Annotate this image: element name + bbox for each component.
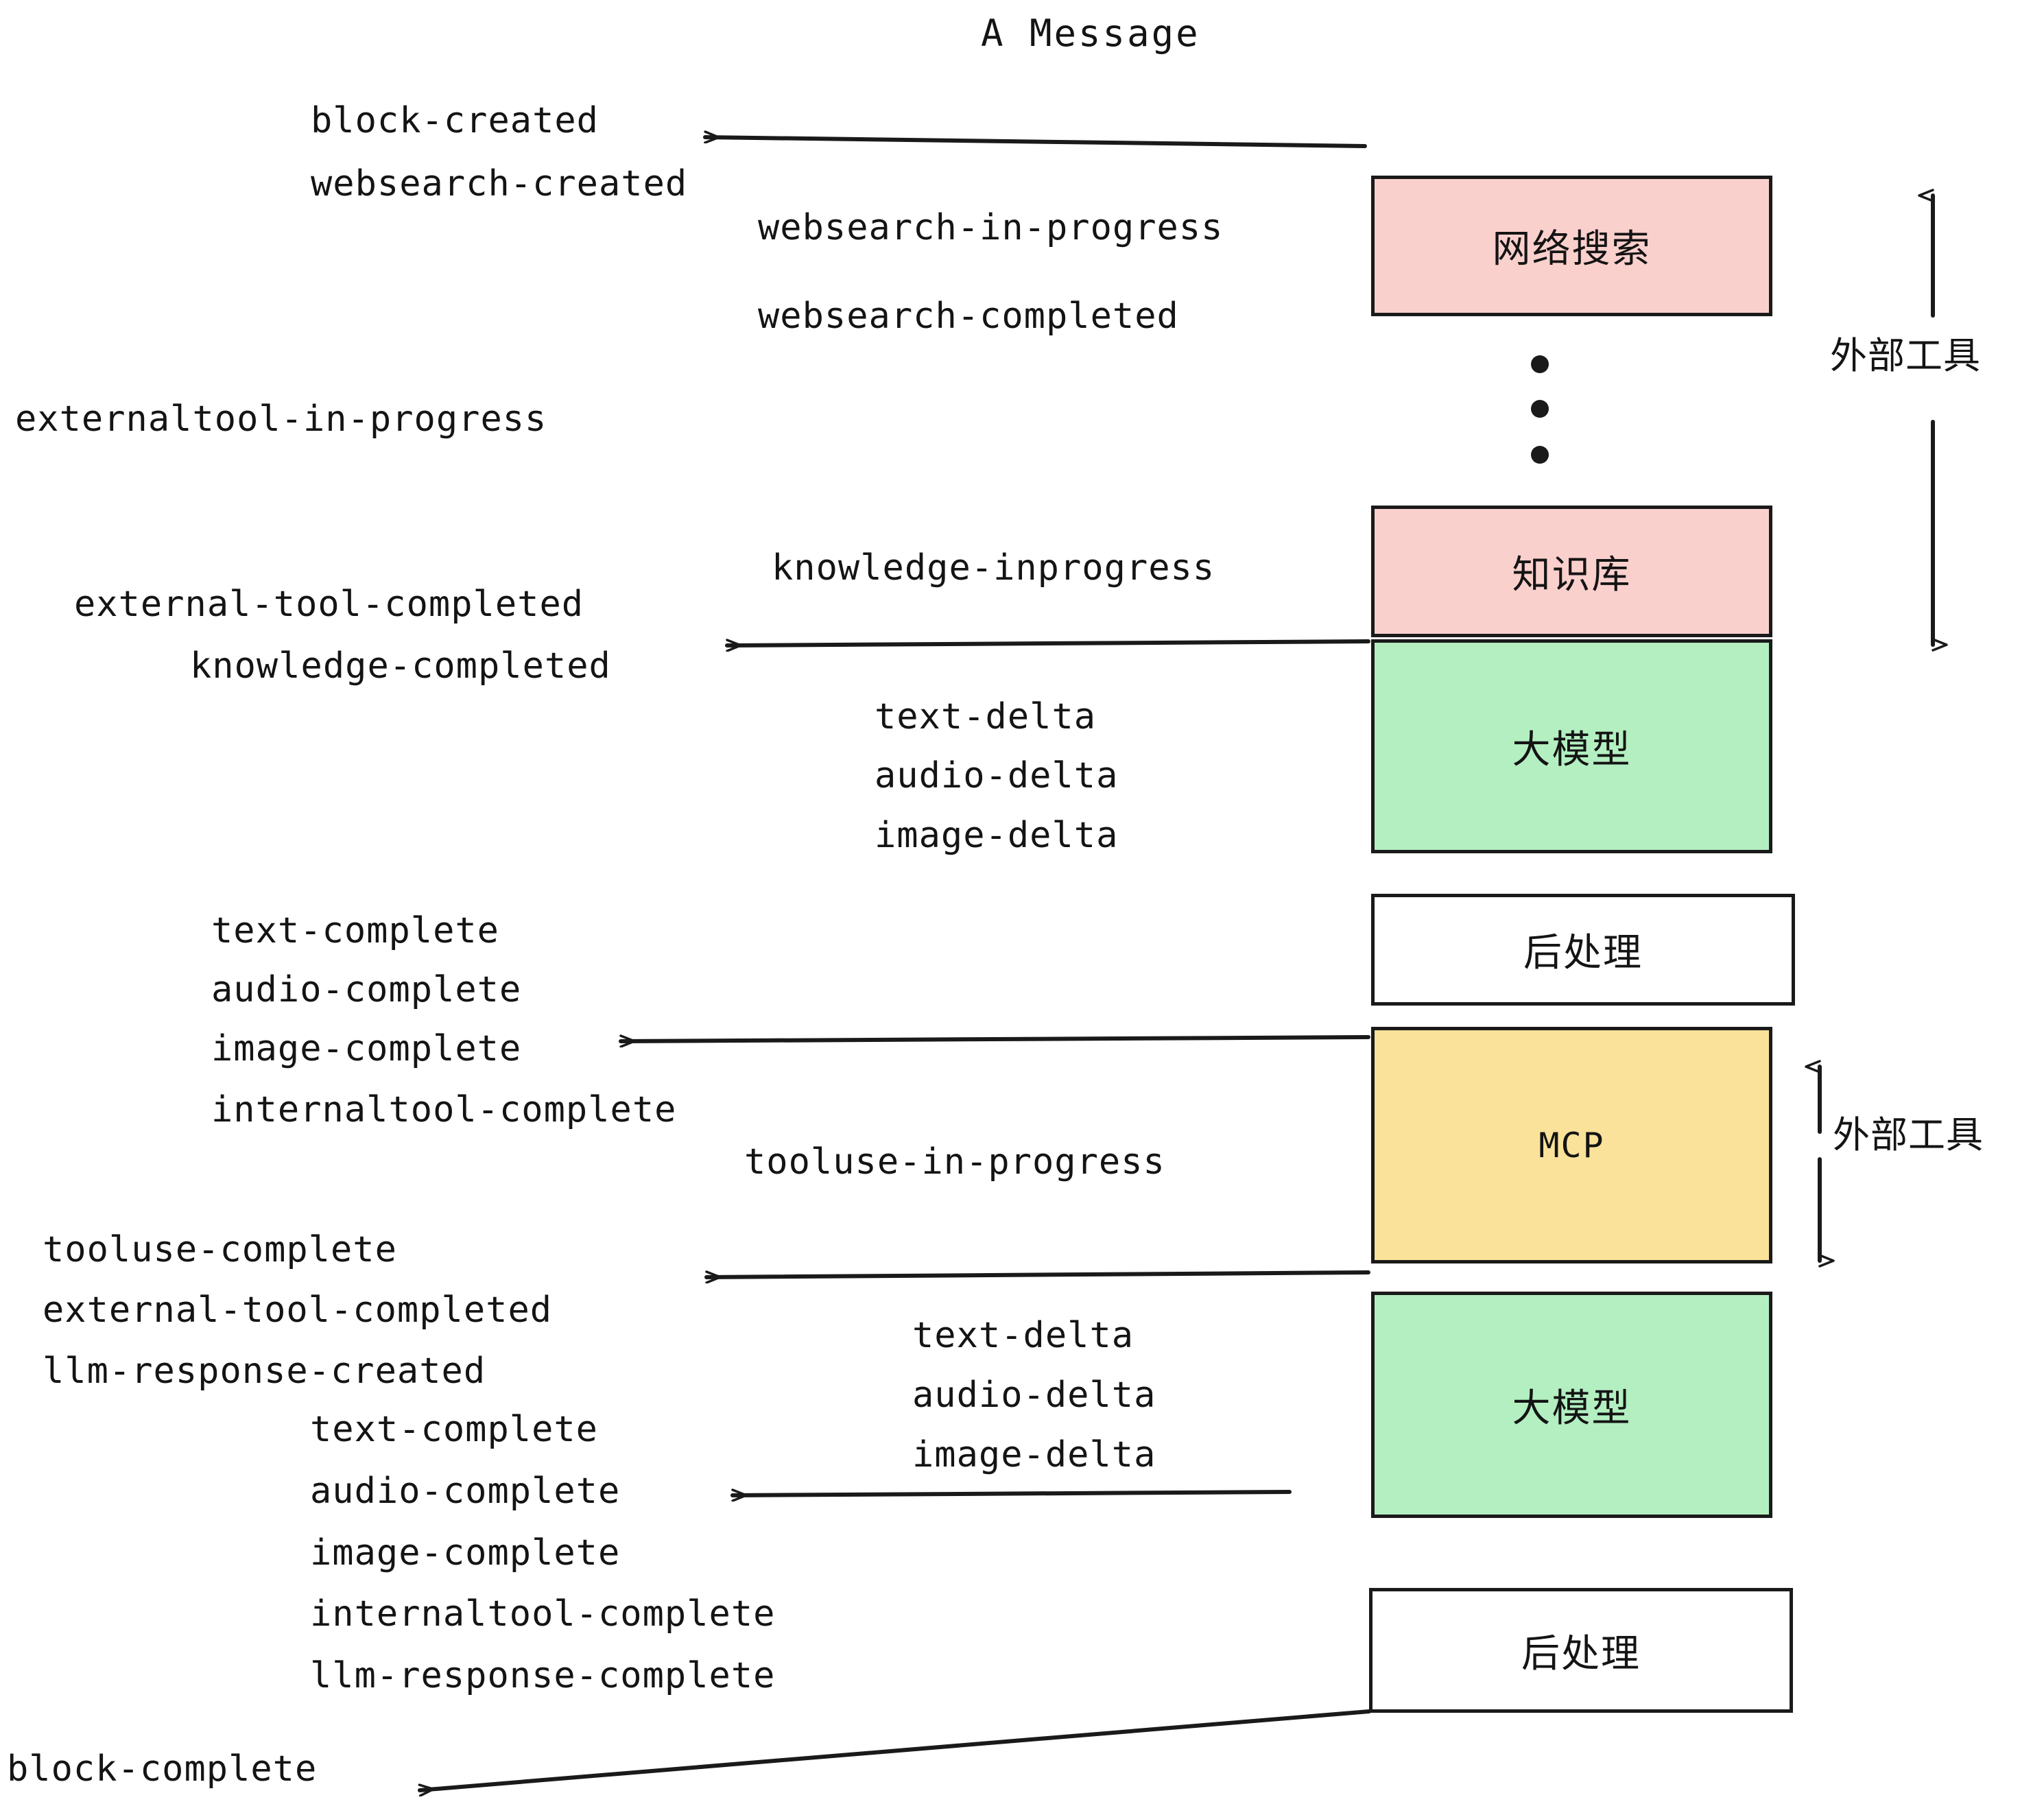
event-text-complete-2: text-complete xyxy=(310,1409,598,1450)
event-audio-delta-2: audio-delta xyxy=(912,1375,1156,1416)
node-knowledge-label: 知识库 xyxy=(1512,552,1632,597)
node-postprocess-bottom[interactable]: 后处理 xyxy=(1369,1588,1793,1713)
group-label-external-tools-bottom: 外部工具 xyxy=(1833,1113,1984,1156)
event-websearch-in-progress: websearch-in-progress xyxy=(758,207,1224,248)
event-websearch-created: websearch-created xyxy=(311,163,688,204)
node-llm-bottom-label: 大模型 xyxy=(1512,1386,1632,1431)
node-postprocess-top[interactable]: 后处理 xyxy=(1371,894,1795,1006)
event-image-delta-1: image-delta xyxy=(875,815,1119,856)
event-external-tool-completed-2: external-tool-completed xyxy=(43,1290,553,1331)
node-mcp-label: MCP xyxy=(1538,1125,1605,1165)
event-tooluse-complete: tooluse-complete xyxy=(43,1229,397,1270)
event-audio-delta-1: audio-delta xyxy=(875,755,1119,796)
event-image-delta-2: image-delta xyxy=(912,1434,1156,1475)
event-text-delta-2: text-delta xyxy=(912,1315,1134,1356)
arrow-llm-bottom-to-audio-complete xyxy=(730,1492,1292,1495)
event-image-complete-1: image-complete xyxy=(211,1028,522,1069)
event-image-complete-2: image-complete xyxy=(310,1532,621,1574)
arrow-websearch-to-block xyxy=(703,137,1367,148)
event-llm-response-complete: llm-response-complete xyxy=(310,1655,776,1696)
page-title: A Message xyxy=(981,12,1200,55)
event-websearch-completed: websearch-completed xyxy=(758,296,1179,337)
event-block-complete: block-complete xyxy=(7,1748,318,1790)
node-websearch-label: 网络搜索 xyxy=(1492,227,1652,272)
event-text-delta-1: text-delta xyxy=(875,696,1097,737)
node-llm-top-label: 大模型 xyxy=(1512,727,1632,772)
ellipsis-dot-3 xyxy=(1531,446,1549,464)
node-llm-top[interactable]: 大模型 xyxy=(1371,639,1772,853)
event-external-tool-completed-1: external-tool-completed xyxy=(74,584,584,625)
arrow-postprocess-top-to-image-complete xyxy=(619,1037,1370,1041)
node-llm-bottom[interactable]: 大模型 xyxy=(1371,1292,1772,1518)
event-internaltool-complete-1: internaltool-complete xyxy=(211,1089,677,1130)
event-knowledge-completed: knowledge-completed xyxy=(190,645,611,687)
node-knowledge[interactable]: 知识库 xyxy=(1371,506,1772,637)
event-audio-complete-1: audio-complete xyxy=(211,969,522,1010)
ellipsis-dot-2 xyxy=(1531,400,1549,418)
arrow-knowledge-completed xyxy=(725,641,1370,645)
event-knowledge-inprogress: knowledge-inprogress xyxy=(772,547,1215,589)
event-block-created: block-created xyxy=(311,100,599,141)
event-tooluse-in-progress: tooluse-in-progress xyxy=(744,1141,1165,1183)
node-mcp[interactable]: MCP xyxy=(1371,1027,1772,1263)
group-label-external-tools-top: 外部工具 xyxy=(1830,334,1981,377)
arrow-postprocess-bottom-to-block-complete xyxy=(418,1709,1371,1790)
node-postprocess-top-label: 后处理 xyxy=(1523,931,1643,975)
ellipsis-dot-1 xyxy=(1531,355,1549,373)
event-audio-complete-2: audio-complete xyxy=(310,1471,621,1512)
arrow-mcp-to-tooluse-complete xyxy=(704,1270,1370,1277)
event-text-complete-1: text-complete xyxy=(211,910,499,951)
node-websearch[interactable]: 网络搜索 xyxy=(1371,176,1772,316)
event-externaltool-in-progress: externaltool-in-progress xyxy=(15,399,547,440)
event-llm-response-created: llm-response-created xyxy=(43,1351,486,1392)
event-internaltool-complete-2: internaltool-complete xyxy=(310,1593,776,1635)
node-postprocess-bottom-label: 后处理 xyxy=(1521,1631,1641,1676)
